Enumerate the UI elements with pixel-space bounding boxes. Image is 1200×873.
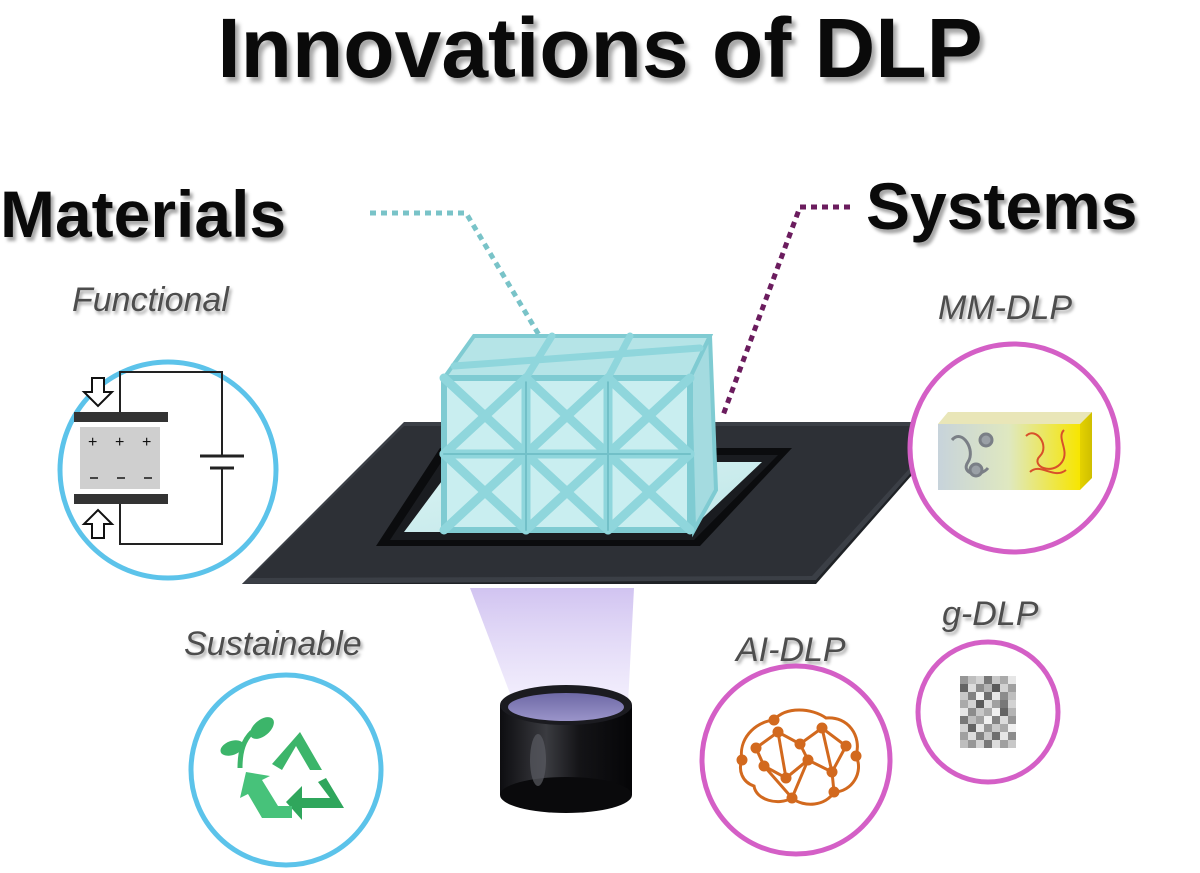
pixel-cell (960, 724, 968, 732)
svg-text:+: + (115, 434, 124, 451)
pixel-cell (976, 716, 984, 724)
pixel-cell (1008, 716, 1016, 724)
systems-heading: Systems (866, 169, 1138, 243)
pixel-cell (960, 740, 968, 748)
multimaterial-block-icon (938, 412, 1092, 490)
functional-circle: + + + (57, 359, 279, 581)
svg-text:+: + (88, 434, 97, 451)
pixel-cell (960, 708, 968, 716)
pixel-cell (984, 740, 992, 748)
pixel-cell (992, 724, 1000, 732)
mm-dlp-circle (907, 341, 1121, 555)
pixel-cell (968, 692, 976, 700)
pixel-cell (1000, 700, 1008, 708)
pixel-cell (1008, 684, 1016, 692)
pixel-cell (992, 692, 1000, 700)
pixel-cell (984, 692, 992, 700)
pixel-cell (960, 700, 968, 708)
pixel-cell (960, 676, 968, 684)
pixel-cell (992, 740, 1000, 748)
mm-dlp-label: MM-DLP (938, 289, 1073, 327)
pixel-cell (984, 676, 992, 684)
g-dlp-label: g-DLP (942, 595, 1039, 633)
pixel-cell (976, 724, 984, 732)
pixel-cell (960, 716, 968, 724)
pixel-cell (1000, 684, 1008, 692)
pixel-cell (976, 732, 984, 740)
pixel-cell (968, 716, 976, 724)
pixel-cell (960, 692, 968, 700)
pixel-cell (1000, 732, 1008, 740)
pixel-cell (976, 676, 984, 684)
pixel-cell (1000, 676, 1008, 684)
pixel-cell (976, 684, 984, 692)
pixel-cell (976, 692, 984, 700)
pixel-cell (1008, 724, 1016, 732)
pixel-cell (992, 732, 1000, 740)
pixel-cell (992, 716, 1000, 724)
pixel-cell (984, 684, 992, 692)
pixel-cell (984, 700, 992, 708)
pixel-cell (1008, 700, 1016, 708)
pixel-cell (984, 724, 992, 732)
materials-heading: Materials (0, 177, 287, 251)
pixel-cell (1008, 676, 1016, 684)
pixel-cell (984, 716, 992, 724)
svg-text:+: + (142, 434, 151, 451)
pixel-cell (1000, 724, 1008, 732)
sustainable-circle (188, 672, 384, 868)
pixel-cell (1000, 740, 1008, 748)
pixel-cell (968, 724, 976, 732)
projector-lens-icon (500, 685, 632, 813)
pixel-cell (992, 676, 1000, 684)
pixel-cell (1008, 692, 1016, 700)
pixel-cell (992, 684, 1000, 692)
ai-dlp-label: AI-DLP (736, 631, 846, 669)
pixel-cell (1008, 740, 1016, 748)
lattice-structure (439, 332, 719, 538)
pixel-cell (992, 708, 1000, 716)
pixel-cell (1000, 692, 1008, 700)
pixel-cell (976, 740, 984, 748)
pixel-cell (1008, 708, 1016, 716)
pixel-cell (984, 708, 992, 716)
recycle-sprout-icon (220, 717, 344, 820)
pixel-cell (976, 708, 984, 716)
pixel-cell (968, 708, 976, 716)
sustainable-label: Sustainable (184, 625, 362, 663)
pixel-cell (960, 684, 968, 692)
pixel-cell (968, 700, 976, 708)
materials-connector (370, 210, 548, 347)
light-beam (470, 588, 634, 704)
pixel-cell (1000, 708, 1008, 716)
capacitor-circuit-icon: + + + (74, 371, 244, 545)
pixel-cell (976, 700, 984, 708)
grayscale-pixel-icon (960, 676, 1016, 748)
ai-dlp-circle (699, 663, 893, 857)
brain-network-icon (736, 708, 862, 806)
pixel-cell (968, 684, 976, 692)
pixel-cell (968, 676, 976, 684)
systems-connector (719, 204, 850, 419)
pixel-cell (1000, 716, 1008, 724)
pixel-cell (968, 740, 976, 748)
pixel-cell (984, 732, 992, 740)
pixel-cell (960, 732, 968, 740)
pixel-cell (992, 700, 1000, 708)
pixel-cell (1008, 732, 1016, 740)
g-dlp-circle (915, 639, 1061, 785)
functional-label: Functional (72, 281, 229, 319)
pixel-cell (968, 732, 976, 740)
diagram-title: Innovations of DLP (217, 1, 983, 95)
